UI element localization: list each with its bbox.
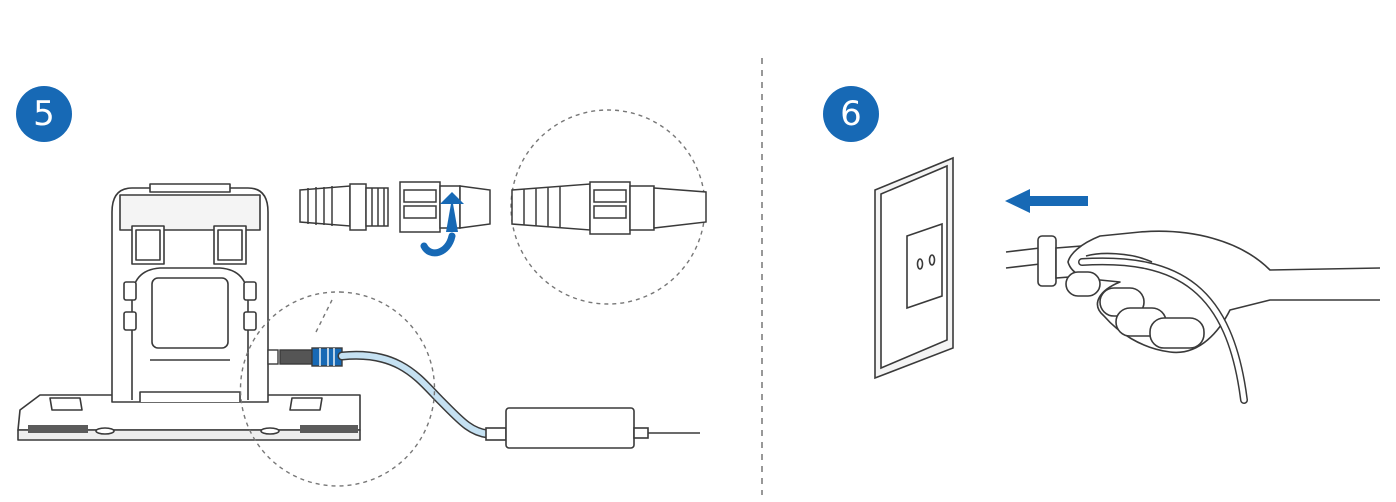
connector-detail-locked [511,181,707,235]
base-station-icon [17,183,361,441]
pull-arrow-icon [1005,189,1088,213]
wall-socket-icon [874,156,954,380]
step-5-badge: 5 [16,86,72,142]
connector-icon [267,347,343,367]
connector-detail-unlocked [299,181,491,233]
power-adapter-icon [485,407,700,449]
step-6-badge: 6 [823,86,879,142]
rotate-arrow-icon [420,192,464,257]
hand-icon [1065,230,1381,354]
